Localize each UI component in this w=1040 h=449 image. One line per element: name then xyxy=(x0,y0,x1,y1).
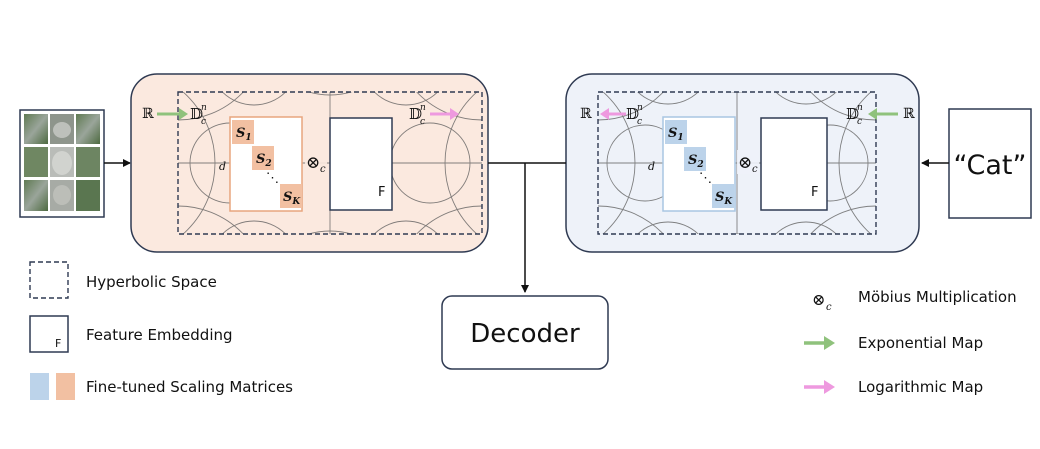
scale-block-s2 xyxy=(252,146,274,170)
diagonal-dots-right: ⋱ xyxy=(699,171,712,186)
legend-exp-label: Exponential Map xyxy=(858,334,983,352)
legend-log-arrow xyxy=(804,380,835,394)
legend-hyperbolic-label: Hyperbolic Space xyxy=(86,273,217,291)
poincare-ball-left-out: 𝔻 n c xyxy=(409,103,426,127)
reals-right-in: ℝ xyxy=(903,106,915,122)
scale-block-s1-right xyxy=(665,120,687,144)
svg-text:c: c xyxy=(826,302,832,313)
decoder-block: Decoder xyxy=(441,295,609,370)
svg-text:c: c xyxy=(637,117,642,127)
feature-embedding-box-left xyxy=(329,117,393,211)
text-encoder-panel: S1 S2 ⋱ SK d ⊗ c F ℝ 𝔻 n c 𝔻 n c ℝ xyxy=(565,73,920,253)
hyperbolic-space-box xyxy=(177,91,483,235)
feature-label-left: F xyxy=(378,185,385,200)
legend-log-label: Logarithmic Map xyxy=(858,378,983,396)
svg-text:⊗: ⊗ xyxy=(738,153,752,173)
poincare-ball-right-in: 𝔻 n c xyxy=(846,103,863,127)
legend-feature-label: Feature Embedding xyxy=(86,326,233,344)
scale-block-s1 xyxy=(232,120,254,144)
svg-text:c: c xyxy=(201,117,206,127)
scaling-matrix-orange: S1 S2 ⋱ SK xyxy=(229,116,303,212)
feature-label-right: F xyxy=(811,185,818,200)
legend-feature-swatch xyxy=(29,315,69,353)
svg-text:𝔻: 𝔻 xyxy=(409,105,422,123)
s1-label-right: S1 xyxy=(668,126,684,143)
svg-text:𝔻: 𝔻 xyxy=(626,105,639,123)
svg-text:⊗: ⊗ xyxy=(812,290,825,309)
legend-exp-arrow xyxy=(804,336,835,350)
scaling-matrix-blue: S1 S2 ⋱ SK xyxy=(662,116,736,212)
svg-text:n: n xyxy=(420,103,426,113)
image-encoder-panel: S1 S2 ⋱ SK d ⊗ c F ℝ 𝔻 n c 𝔻 n c xyxy=(130,73,489,253)
mobius-op-right: ⊗ c xyxy=(737,150,759,175)
mobius-op-left: ⊗ c xyxy=(305,150,327,175)
svg-text:c: c xyxy=(857,117,862,127)
diagonal-dots: ⋱ xyxy=(266,171,279,186)
distance-label-left: d xyxy=(219,160,226,173)
scale-block-sk xyxy=(280,184,302,208)
legend-mobius-glyph: ⊗ c xyxy=(812,290,832,313)
svg-text:c: c xyxy=(320,164,326,175)
legend-scale-blue-swatch xyxy=(30,373,49,400)
decoder-connectors xyxy=(488,162,566,293)
svg-text:𝔻: 𝔻 xyxy=(846,105,859,123)
svg-text:n: n xyxy=(637,103,643,113)
s2-label-right: S2 xyxy=(688,153,704,170)
svg-text:⊗: ⊗ xyxy=(306,153,320,173)
scale-block-sk-right xyxy=(712,184,734,208)
poincare-ball-right-out: 𝔻 n c xyxy=(626,103,643,127)
hyperbolic-space-box-right xyxy=(597,91,877,235)
text-input-label: “Cat” xyxy=(954,150,1027,181)
feature-embedding-box-right xyxy=(760,117,828,211)
legend-scale-orange-swatch xyxy=(56,373,75,400)
legend-left: Hyperbolic Space F Feature Embedding Fin… xyxy=(29,261,293,400)
scale-block-s2-right xyxy=(684,147,706,171)
decoder-label: Decoder xyxy=(470,319,580,349)
poincare-ball-left-in: 𝔻 n c xyxy=(190,103,207,127)
s2-label: S2 xyxy=(256,152,272,169)
svg-text:c: c xyxy=(420,117,425,127)
svg-text:n: n xyxy=(201,103,207,113)
reals-right-out: ℝ xyxy=(580,106,592,122)
legend-right: ⊗ c Möbius Multiplication Exponential Ma… xyxy=(804,288,1017,396)
distance-label-right: d xyxy=(648,160,655,173)
legend-scale-label: Fine-tuned Scaling Matrices xyxy=(86,378,293,396)
svg-text:n: n xyxy=(857,103,863,113)
s1-label: S1 xyxy=(236,126,252,143)
legend-feature-glyph: F xyxy=(55,337,61,350)
reals-left: ℝ xyxy=(142,106,154,122)
legend-mobius-label: Möbius Multiplication xyxy=(858,288,1017,306)
svg-text:𝔻: 𝔻 xyxy=(190,105,203,123)
hyperbolic-tiling-right xyxy=(598,92,876,234)
sk-label-right: SK xyxy=(715,190,733,207)
sk-label: SK xyxy=(283,190,301,207)
text-input-box: “Cat” xyxy=(948,108,1032,219)
image-patches xyxy=(24,114,100,211)
svg-text:c: c xyxy=(752,164,758,175)
legend-hyperbolic-swatch xyxy=(29,261,69,299)
input-image xyxy=(19,109,105,218)
